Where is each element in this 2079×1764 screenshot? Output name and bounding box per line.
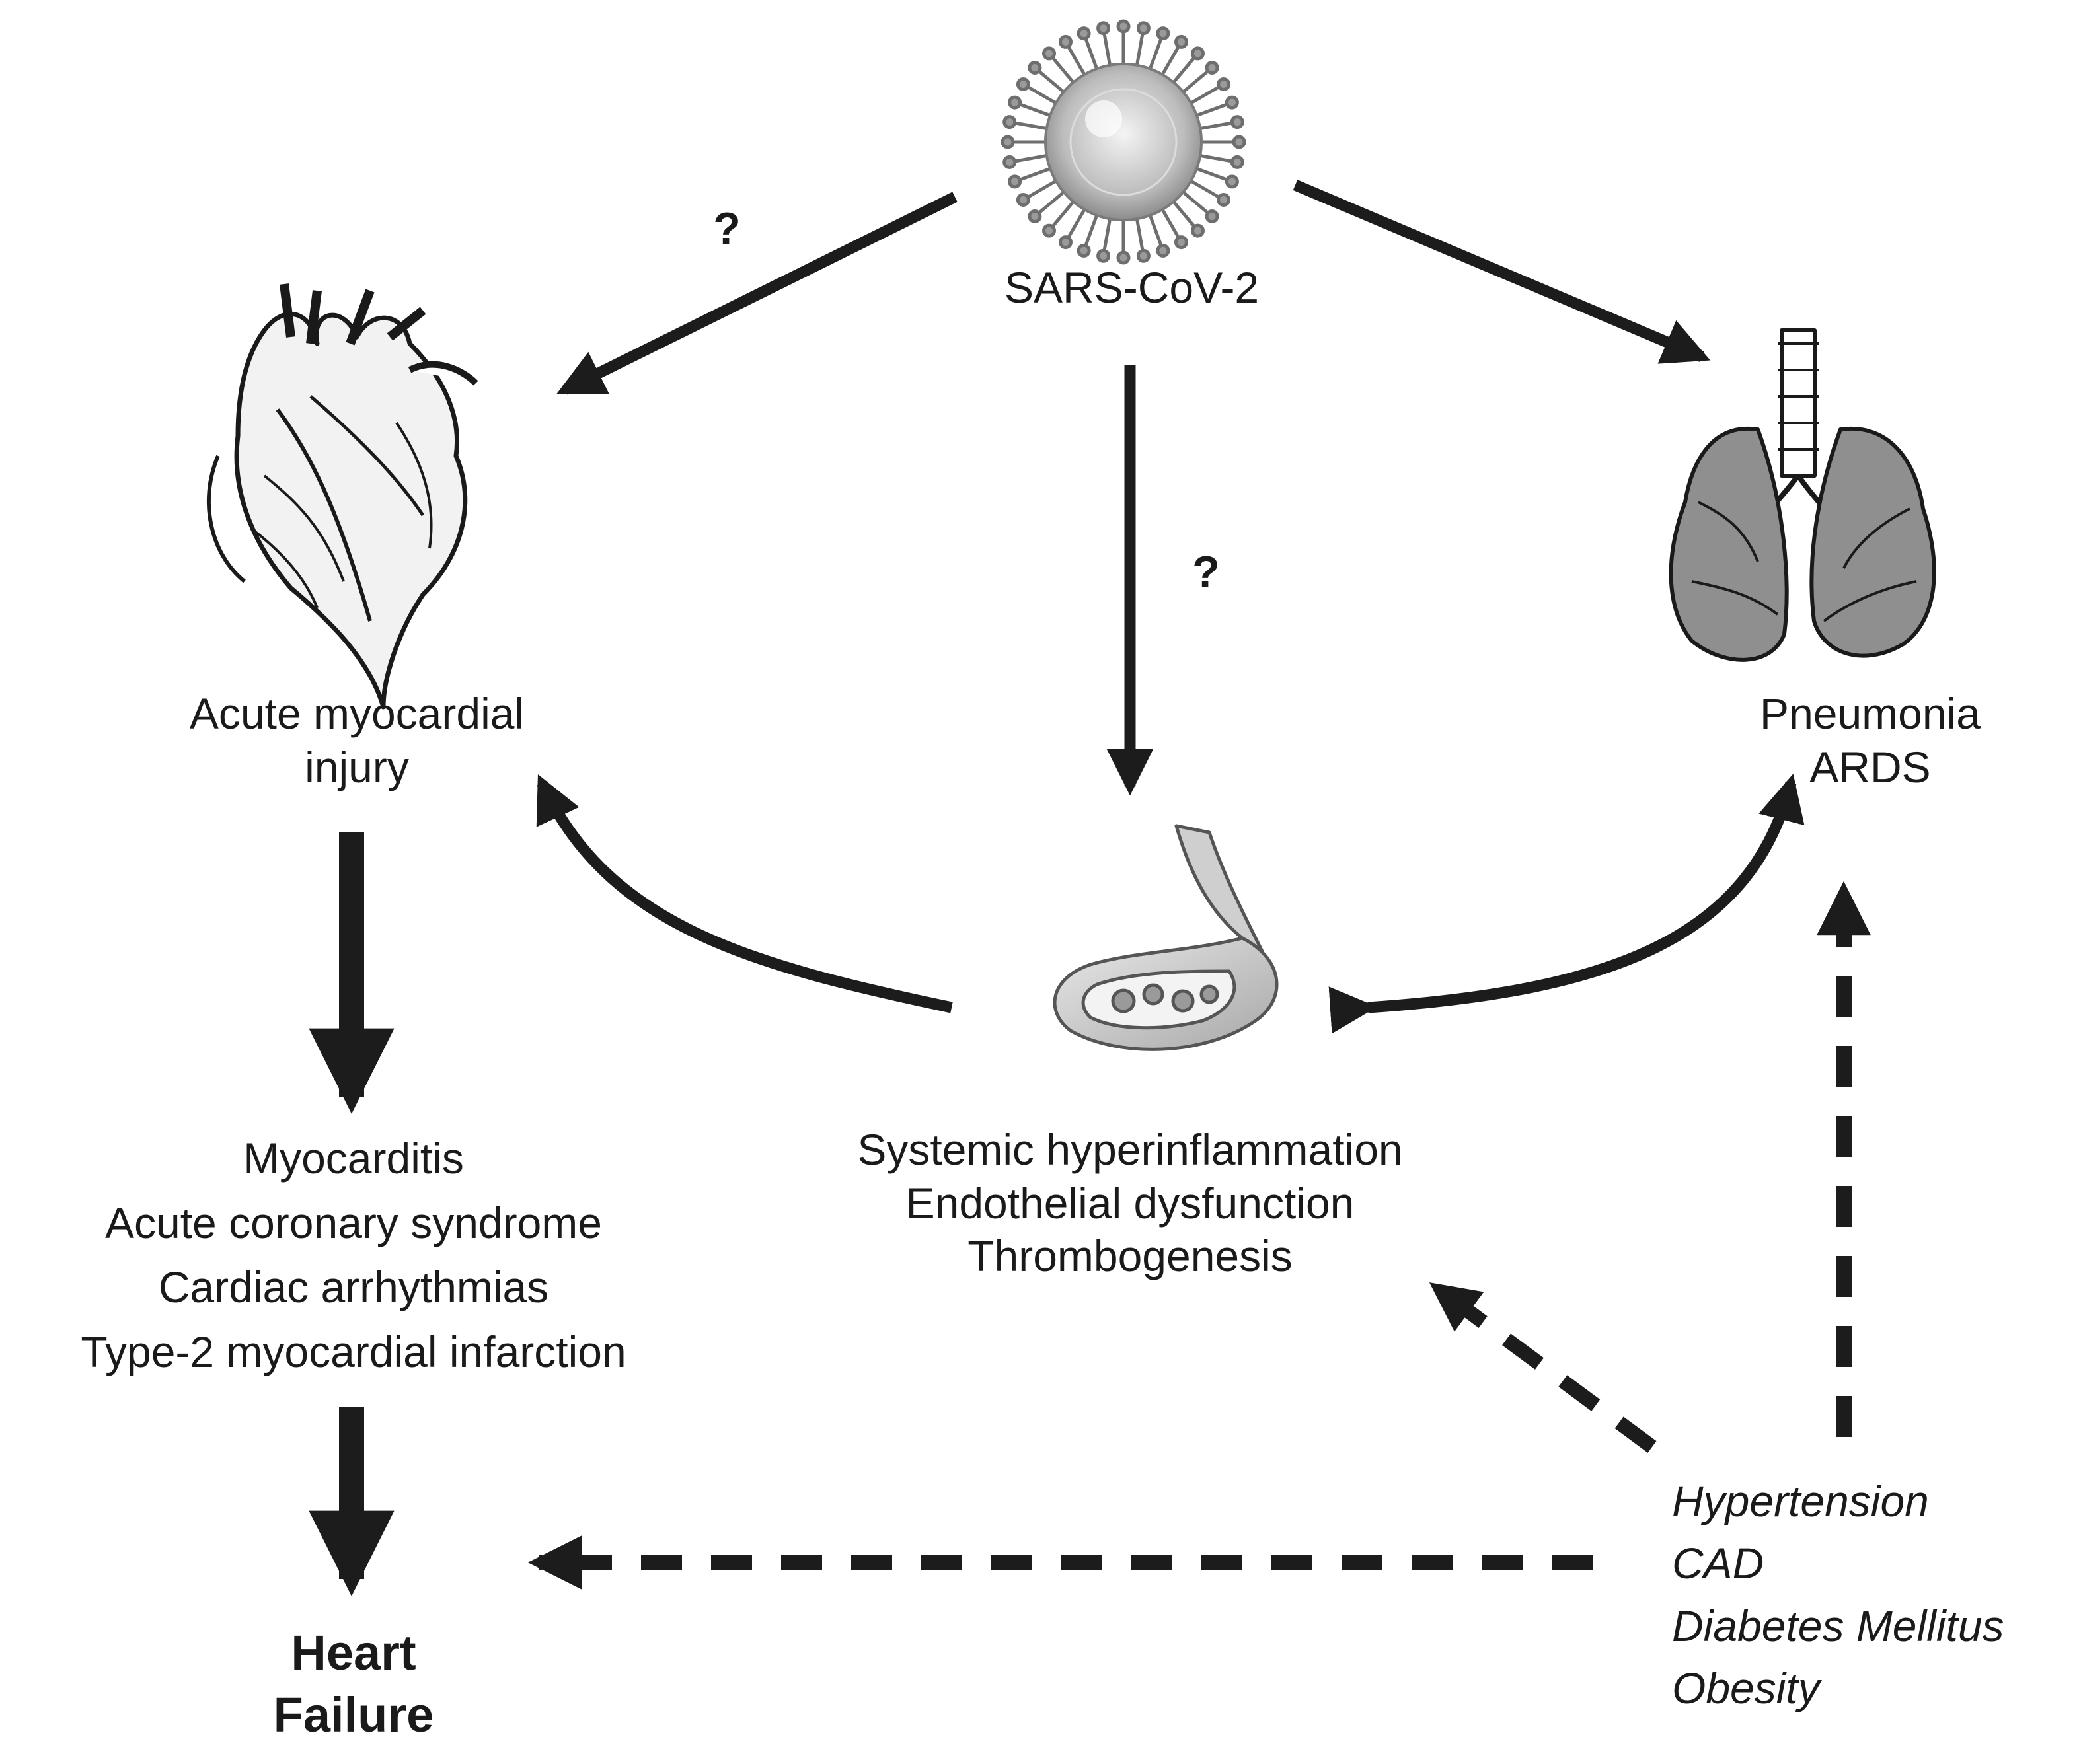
- arrow-virus-to-lungs: [1293, 180, 1711, 364]
- virus-spike-tip: [1059, 235, 1073, 250]
- virus-spike-tip: [1002, 155, 1017, 169]
- virus-spike-tip: [1002, 115, 1017, 129]
- lungs-label: Pneumonia ARDS: [1705, 687, 2035, 793]
- virus-spike-tip: [1001, 135, 1015, 149]
- vessel-label-line: Endothelial dysfunction: [905, 1178, 1355, 1228]
- virus-spike-tip: [1028, 61, 1042, 75]
- virus-spike-tip: [1174, 34, 1188, 49]
- virus-spike-tip: [1156, 243, 1170, 258]
- risk-factor-item: Diabetes Mellitus: [1672, 1601, 2004, 1650]
- virus-spike-tip: [1225, 174, 1239, 189]
- heart-icon: [206, 283, 478, 710]
- heart-failure-line: Failure: [273, 1687, 434, 1742]
- virus-spike-tip: [1008, 174, 1022, 189]
- virus-spike-tip: [1156, 26, 1170, 41]
- virus-spike-tip: [1008, 95, 1022, 110]
- lungs-label-line: ARDS: [1809, 742, 1931, 791]
- vessel-label-line: Systemic hyperinflammation: [857, 1125, 1403, 1174]
- heart-label-line: Acute myocardial: [189, 689, 525, 738]
- dashed-arrow-risk-to-vessel: [1429, 1282, 1657, 1453]
- heart-failure-line: Heart: [291, 1625, 416, 1680]
- heart-label-line: injury: [305, 742, 409, 791]
- risk-factors-label: Hypertension CAD Diabetes Mellitus Obesi…: [1672, 1470, 2068, 1720]
- cardiac-outcome-item: Myocarditis: [243, 1134, 464, 1183]
- virus-spike-tip: [1191, 223, 1205, 238]
- virus-spike-tip: [1016, 193, 1030, 207]
- virus-spike-tip: [1217, 77, 1231, 91]
- virus-spike-tip: [1116, 19, 1131, 34]
- virus-spike-tip: [1174, 235, 1188, 250]
- virus-spike-tip: [1042, 223, 1056, 238]
- virus-spike-tip: [1028, 209, 1042, 223]
- virus-spike-tip: [1191, 46, 1205, 61]
- virus-spike-tip: [1205, 61, 1219, 75]
- blood-vessel-icon: [1053, 824, 1279, 1051]
- virus-spike-tip: [1225, 95, 1239, 110]
- virus-label: SARS-CoV-2: [1004, 263, 1260, 312]
- virus-spike-tip: [1016, 77, 1030, 91]
- risk-factor-item: Hypertension: [1672, 1477, 1929, 1525]
- virus-spike-tip: [1217, 193, 1231, 207]
- virus-spike-tip: [1230, 155, 1244, 169]
- vessel-label-line: Thrombogenesis: [967, 1231, 1293, 1281]
- virus-spike-tip: [1116, 250, 1131, 265]
- risk-factor-item: Obesity: [1672, 1664, 1820, 1713]
- lungs-label-line: Pneumonia: [1760, 689, 1981, 738]
- arrow-virus-to-heart: [556, 192, 958, 395]
- risk-factor-item: CAD: [1672, 1539, 1764, 1588]
- heart-failure-label: Heart Failure: [218, 1622, 489, 1746]
- virus-spike-tip: [1059, 34, 1073, 49]
- virus-spike-tip: [1042, 46, 1056, 61]
- lungs-icon: [1669, 328, 1936, 662]
- virus-spike-tip: [1136, 248, 1151, 263]
- question-mark-left: ?: [713, 203, 741, 254]
- heart-label: Acute myocardial injury: [132, 687, 582, 793]
- virus-spike-tip: [1230, 115, 1244, 129]
- virus-spike-tip: [1136, 21, 1151, 36]
- cardiac-outcome-item: Type-2 myocardial infarction: [81, 1327, 626, 1377]
- virus-icon: [1001, 19, 1246, 265]
- question-mark-center: ?: [1192, 547, 1220, 597]
- virus-spike-tip: [1205, 209, 1219, 223]
- cardiac-outcome-item: Acute coronary syndrome: [104, 1198, 602, 1247]
- virus-spike-tip: [1232, 135, 1246, 149]
- virus-spike-tip: [1096, 21, 1111, 36]
- cardiac-outcome-item: Cardiac arrhythmias: [158, 1263, 549, 1312]
- arrow-vessel-lungs-bidirectional: [1328, 774, 1805, 1034]
- arrow-vessel-to-heart: [536, 774, 953, 1013]
- cardiac-outcomes-label: Myocarditis Acute coronary syndrome Card…: [26, 1126, 681, 1385]
- virus-spike-tip: [1077, 243, 1091, 258]
- virus-spike-tip: [1096, 248, 1111, 263]
- vessel-label: Systemic hyperinflammation Endothelial d…: [780, 1123, 1480, 1283]
- virus-spike-tip: [1077, 26, 1091, 41]
